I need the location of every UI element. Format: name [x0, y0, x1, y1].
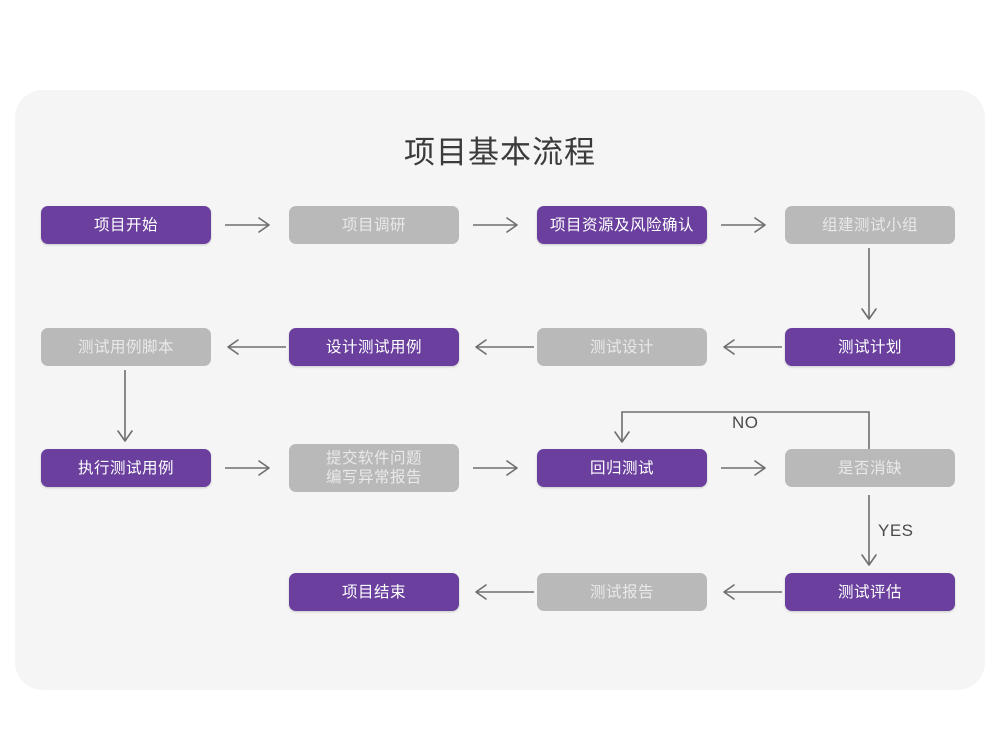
node-project-research[interactable]: 项目调研: [289, 206, 459, 244]
node-label: 测试报告: [589, 583, 654, 601]
node-label: 组建测试小组: [821, 216, 918, 234]
node-label: 提交软件问题 编写异常报告: [325, 450, 422, 486]
node-build-test-team[interactable]: 组建测试小组: [785, 206, 955, 244]
node-label: 执行测试用例: [77, 459, 174, 477]
node-label: 项目开始: [93, 216, 158, 234]
page-title: 项目基本流程: [404, 135, 596, 170]
node-test-evaluation[interactable]: 测试评估: [785, 573, 955, 611]
node-test-report[interactable]: 测试报告: [537, 573, 707, 611]
node-label: 项目调研: [341, 216, 406, 234]
node-label: 测试评估: [837, 583, 902, 601]
edge-label-no: NO: [732, 413, 759, 432]
node-project-end[interactable]: 项目结束: [289, 573, 459, 611]
node-label: 回归测试: [589, 459, 654, 477]
node-submit-issue-report[interactable]: 提交软件问题 编写异常报告: [289, 444, 459, 492]
node-label: 项目结束: [341, 583, 406, 601]
node-label: 设计测试用例: [325, 338, 422, 356]
node-test-case-script[interactable]: 测试用例脚本: [41, 328, 211, 366]
node-regression-test[interactable]: 回归测试: [537, 449, 707, 487]
node-label: 测试用例脚本: [77, 338, 174, 356]
node-execute-test-case[interactable]: 执行测试用例: [41, 449, 211, 487]
node-resource-risk-confirm[interactable]: 项目资源及风险确认: [537, 206, 707, 244]
node-label: 测试计划: [837, 338, 902, 356]
node-label: 测试设计: [589, 338, 654, 356]
node-test-plan[interactable]: 测试计划: [785, 328, 955, 366]
node-label: 项目资源及风险确认: [549, 216, 694, 234]
node-design-test-case[interactable]: 设计测试用例: [289, 328, 459, 366]
node-project-start[interactable]: 项目开始: [41, 206, 211, 244]
node-label: 是否消缺: [837, 459, 902, 477]
edge-label-yes: YES: [878, 521, 914, 540]
node-test-design[interactable]: 测试设计: [537, 328, 707, 366]
node-defect-cleared-decision[interactable]: 是否消缺: [785, 449, 955, 487]
